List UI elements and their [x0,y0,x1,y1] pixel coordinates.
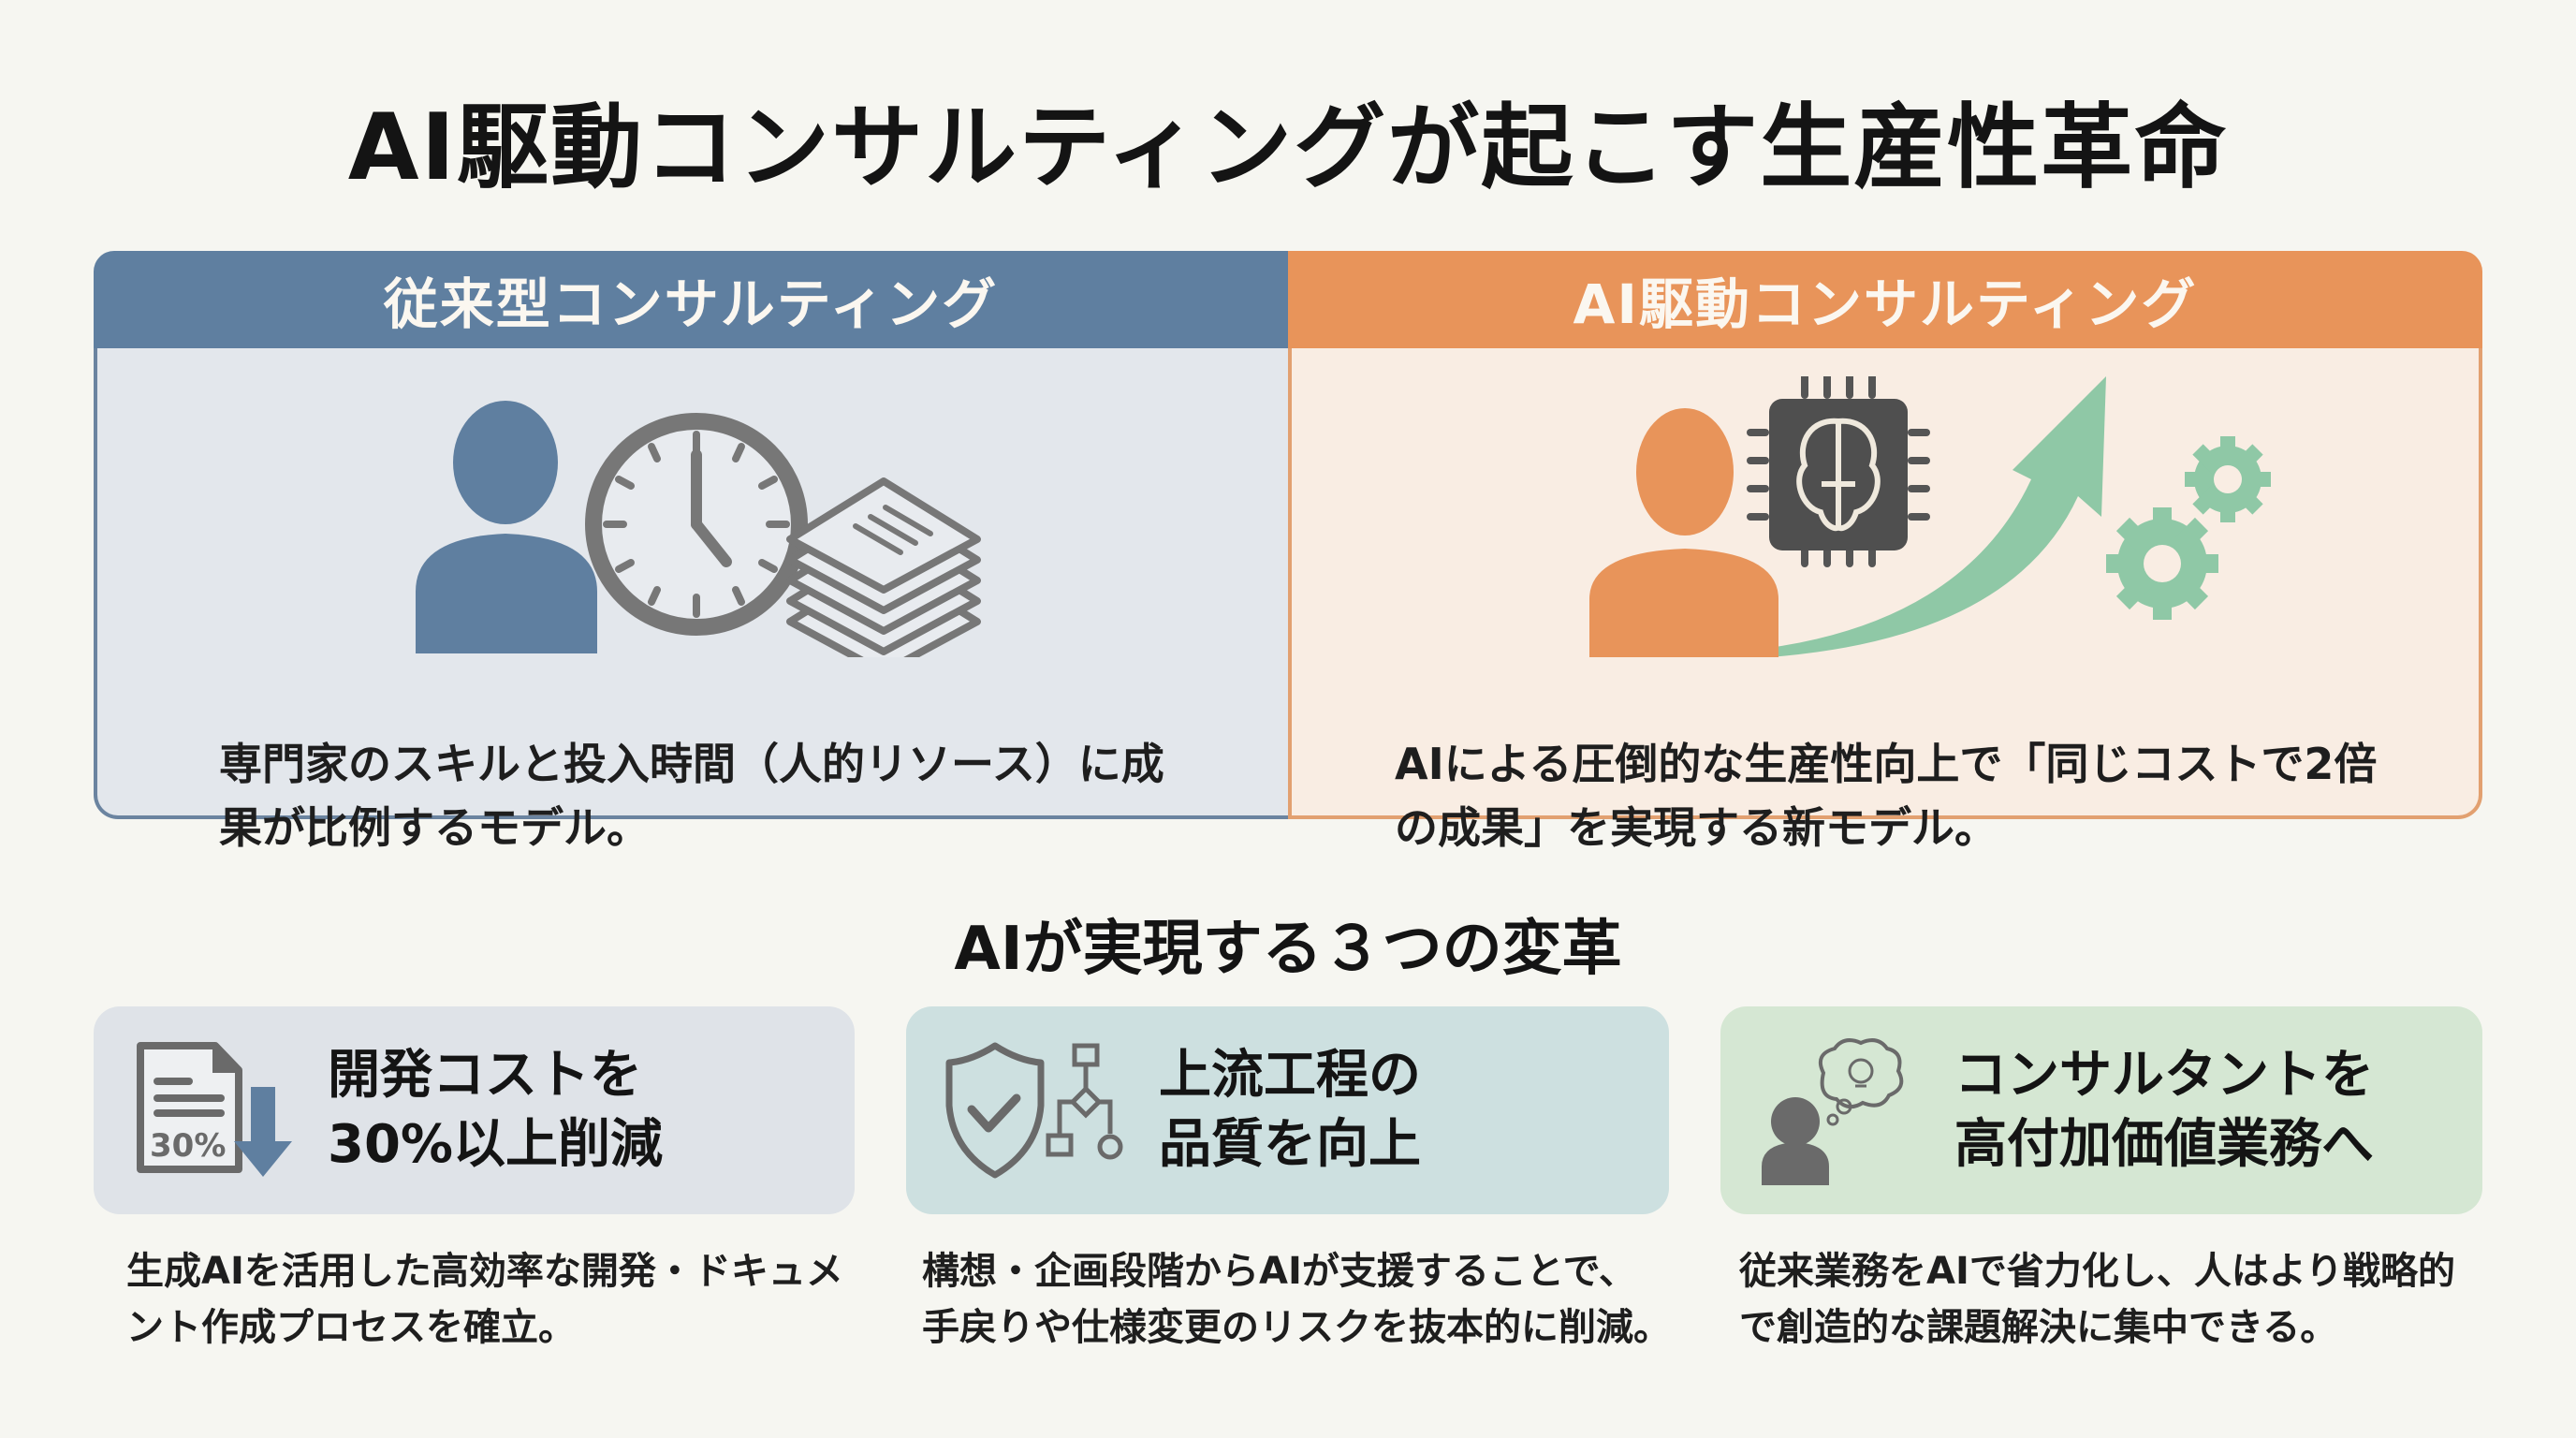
traditional-illustration [416,401,981,657]
traditional-panel: 従来型コンサルティング [94,251,1288,853]
ai-driven-illustration [1589,376,2271,657]
benefit-card-quality: 上流工程の 品質を向上 [906,1006,1669,1214]
ai-driven-panel: AI駆動コンサルティング [1288,251,2482,853]
benefit-description-high-value: 従来業務をAIで省力化し、人はより戦略的で創造的な課題解決に集中できる。 [1739,1250,2456,1349]
benefit-description-quality: 構想・企画段階からAIが支援することで、手戻りや仕様変更のリスクを抜本的に削減。 [922,1250,1671,1349]
benefit-description-cost: 生成AIを活用した高効率な開発・ドキュメント作成プロセスを確立。 [126,1250,843,1349]
comparison-panels: 従来型コンサルティング [94,251,2482,853]
icon-label: 30% [150,1127,226,1165]
gears-icon [2106,436,2271,620]
traditional-panel-body: 専門家のスキルと投入時間（人的リソース）に成果が比例するモデル。 [94,348,1288,853]
benefit-card-cost: 30% 開発コストを 30%以上削減 [94,1006,855,1214]
ai-driven-description: AIによる圧倒的な生産性向上で「同じコストで2倍の成果」を実現する新モデル。 [1395,739,2378,853]
person-icon [1589,408,1778,657]
shield-flowchart-icon [945,1042,1123,1179]
traditional-panel-header: 従来型コンサルティング [94,251,1288,348]
ai-chip-brain-icon [1747,376,1930,567]
section-title: AIが実現する３つの変革 [954,915,1622,984]
benefit-card-high-value: コンサルタントを 高付加価値業務へ [1720,1006,2482,1214]
person-icon [416,401,597,653]
card-title: コンサルタントを 高付加価値業務へ [1954,1045,2374,1175]
growth-arrow-icon [1769,376,2106,657]
card-title: 上流工程の 品質を向上 [1159,1045,1421,1175]
clock-icon [585,413,808,636]
traditional-description: 専門家のスキルと投入時間（人的リソース）に成果が比例するモデル。 [219,739,1164,853]
ai-driven-panel-header: AI駆動コンサルティング [1288,251,2482,348]
ai-driven-panel-body: AIによる圧倒的な生産性向上で「同じコストで2倍の成果」を実現する新モデル。 [1288,348,2482,853]
person-idea-icon [1762,1038,1904,1185]
page-title: AI駆動コンサルティングが起こす生産性革命 [347,95,2229,201]
card-title: 開発コストを 30%以上削減 [328,1045,664,1175]
document-stack-icon [786,477,981,657]
document-cost-down-icon: 30% [137,1042,292,1177]
